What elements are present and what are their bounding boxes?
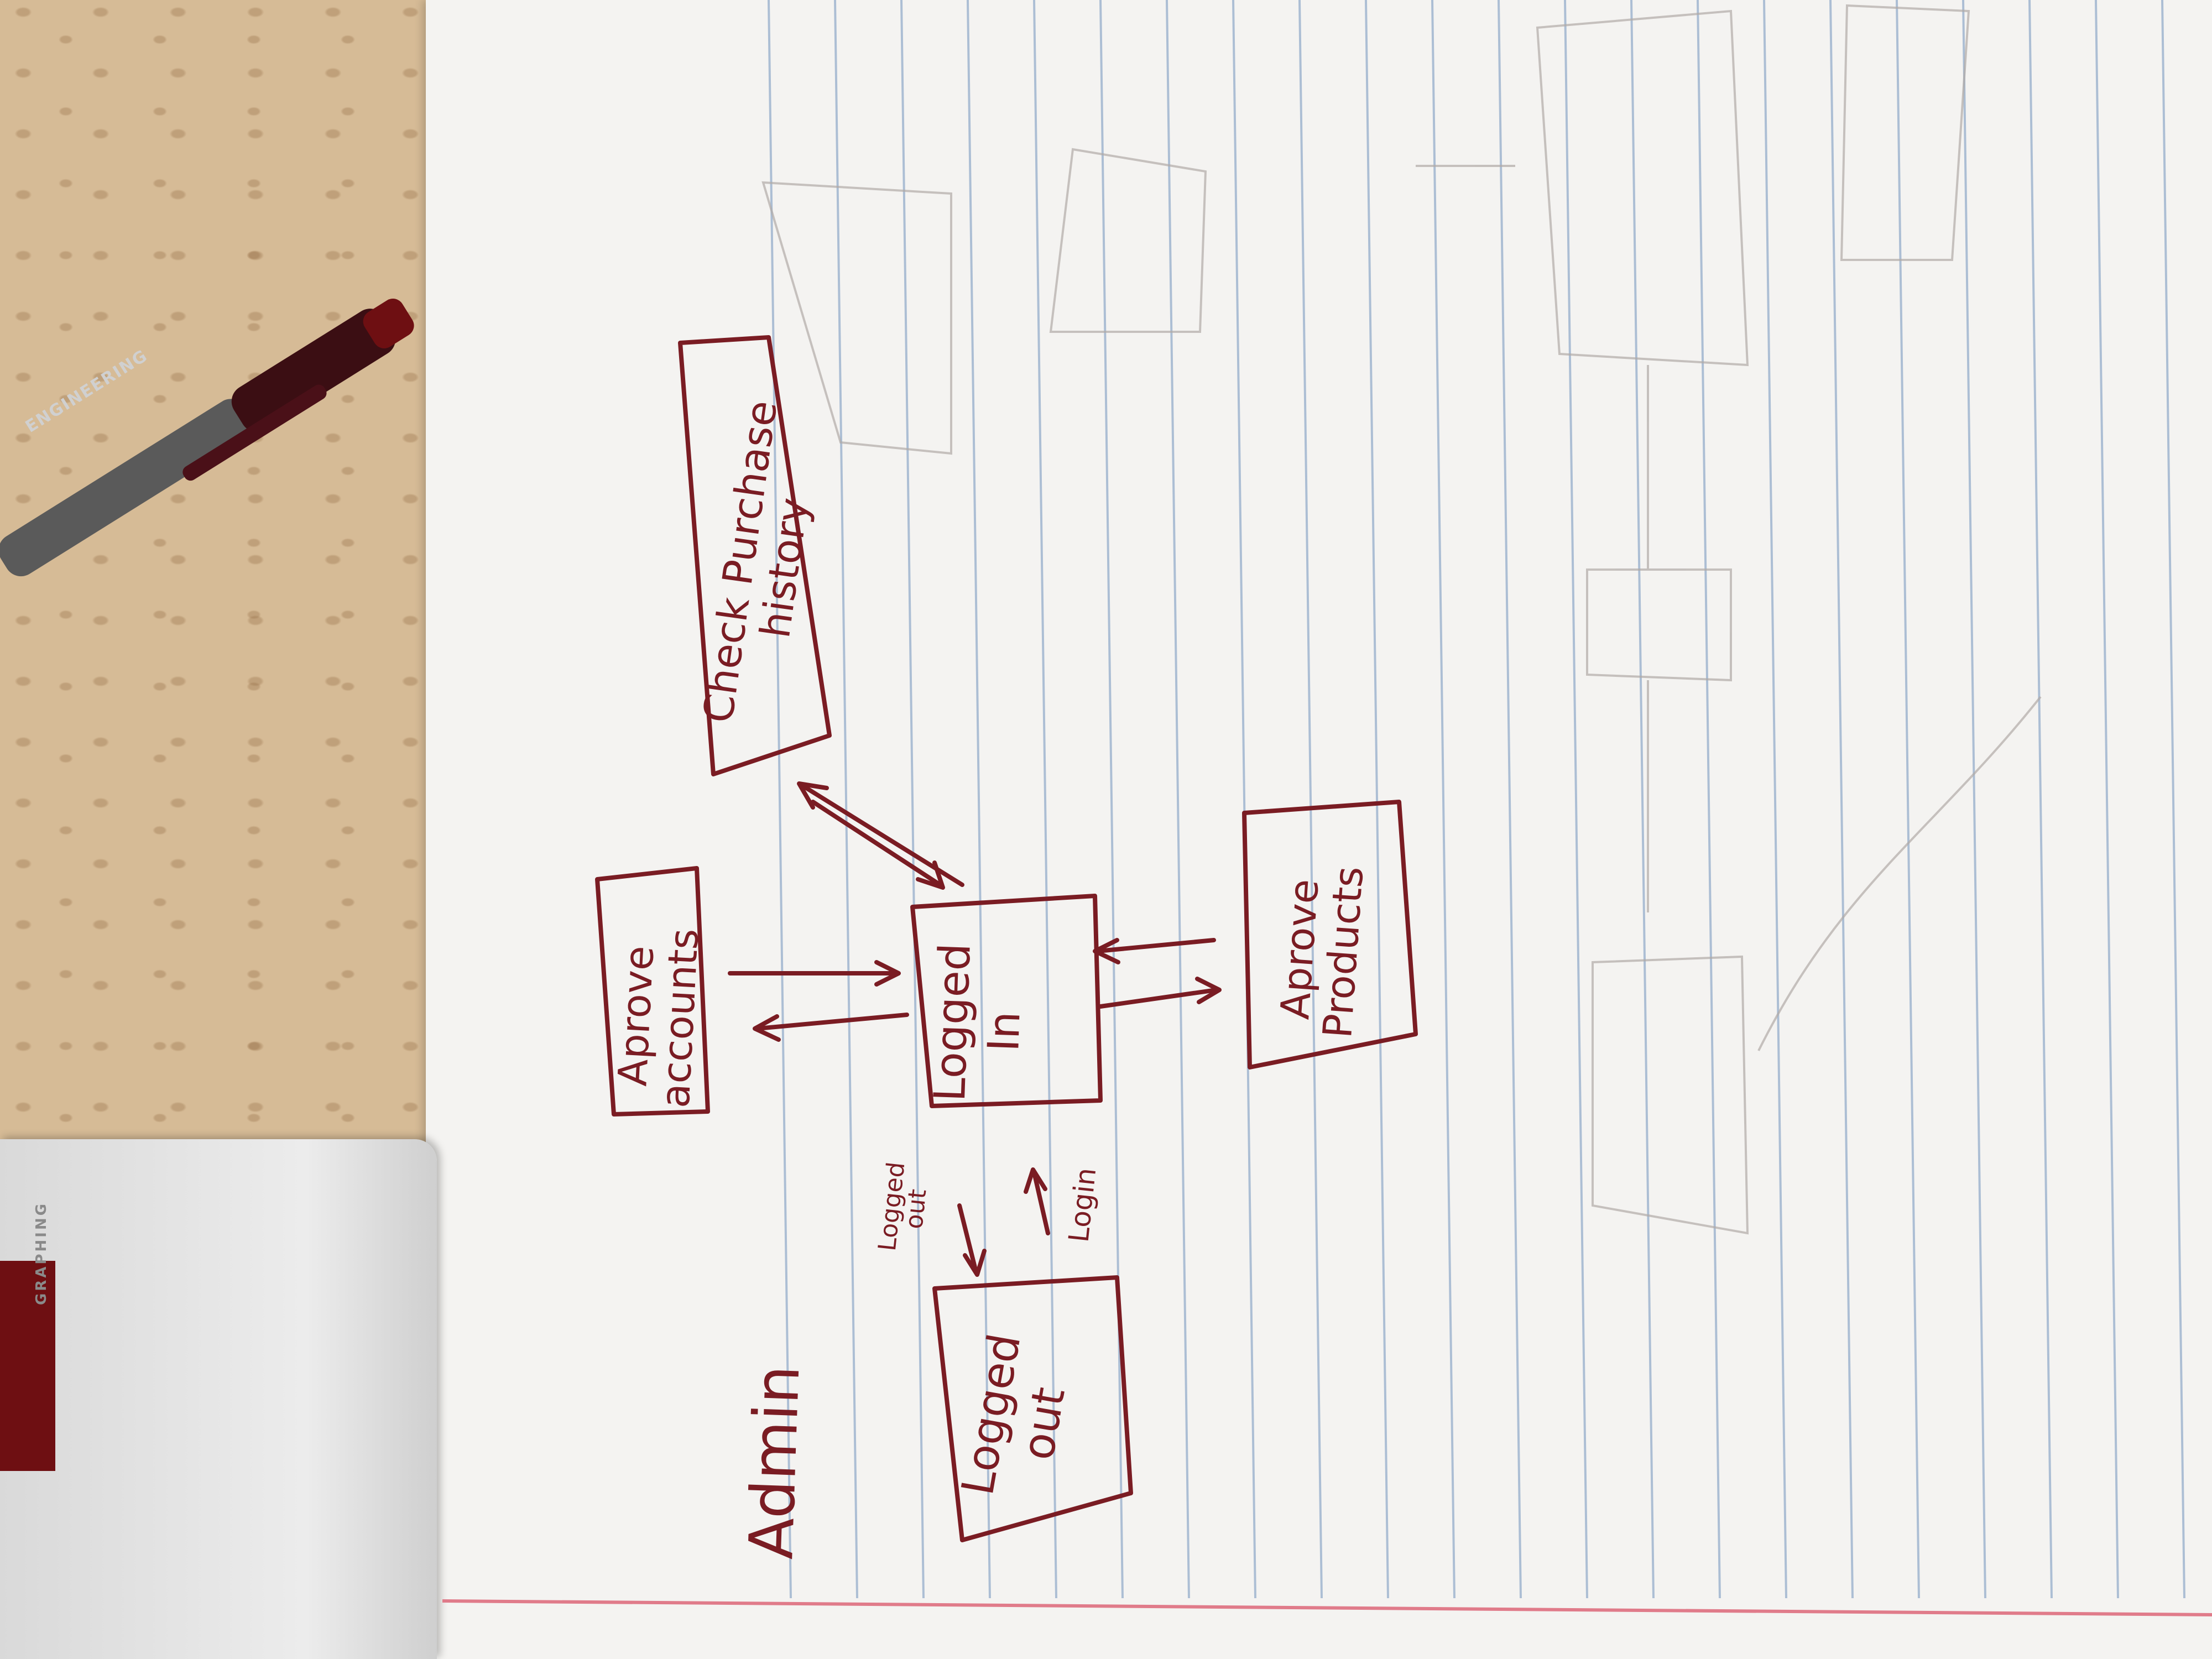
arrow-logged-in-to-approve-products — [1098, 988, 1219, 1009]
arrow-login — [1032, 1170, 1050, 1235]
rule-line — [1365, 0, 1389, 1599]
rule-line — [1298, 0, 1323, 1599]
rule-line — [2161, 0, 2185, 1599]
rule-line — [1564, 0, 1588, 1599]
rule-line — [2095, 0, 2119, 1599]
rule-line — [1829, 0, 1854, 1599]
arrow-head — [1024, 1167, 1047, 1194]
rule-line — [1232, 0, 1256, 1599]
rule-line — [1033, 0, 1057, 1599]
arrow-logout — [957, 1203, 978, 1274]
logged-in-box — [910, 894, 1103, 1108]
arrow-head — [1195, 977, 1222, 1004]
rule-line — [1431, 0, 1455, 1599]
graphing-calculator — [0, 1139, 437, 1659]
arrow-head — [797, 781, 829, 810]
rule-lines — [768, 0, 2185, 1599]
rule-line — [1099, 0, 1124, 1599]
arrow-purchase-history-to-logged-in — [811, 800, 942, 887]
approve-products-box — [1242, 800, 1418, 1070]
rule-line — [834, 0, 858, 1599]
rule-line — [1630, 0, 1655, 1599]
logged-in-node-label: Logged In — [925, 942, 1030, 1103]
pen — [0, 298, 414, 577]
approve-accounts-node-label: Aprove accounts — [609, 927, 708, 1109]
rule-line — [1763, 0, 1787, 1599]
rule-line — [768, 0, 792, 1599]
check-purchase-history-box — [678, 335, 832, 776]
rule-line — [1896, 0, 1920, 1599]
faint-pencil-notes — [761, 4, 2042, 1235]
arrow-head — [1093, 938, 1120, 964]
arrow-head — [963, 1249, 987, 1277]
approve-products-node-label: Aprove Products — [1271, 864, 1373, 1040]
arrow-head — [874, 960, 901, 987]
rule-line — [1962, 0, 1986, 1599]
rule-line — [2028, 0, 2053, 1599]
arrow-logged-in-to-approve-accounts — [755, 1013, 909, 1031]
arrow-head — [916, 860, 945, 890]
rule-line — [1498, 0, 1522, 1599]
rule-line — [967, 0, 991, 1599]
diagram-title: Admin — [735, 1364, 813, 1561]
arrow-approve-products-to-logged-in — [1095, 938, 1216, 953]
arrow-head — [753, 1014, 781, 1042]
rule-line — [1697, 0, 1721, 1599]
logged-out-box — [932, 1275, 1133, 1542]
margin-line — [442, 1599, 2212, 1616]
calculator-screen — [0, 1261, 55, 1471]
rule-line — [1166, 0, 1190, 1599]
rule-line — [900, 0, 925, 1599]
approve-accounts-box — [595, 866, 710, 1117]
